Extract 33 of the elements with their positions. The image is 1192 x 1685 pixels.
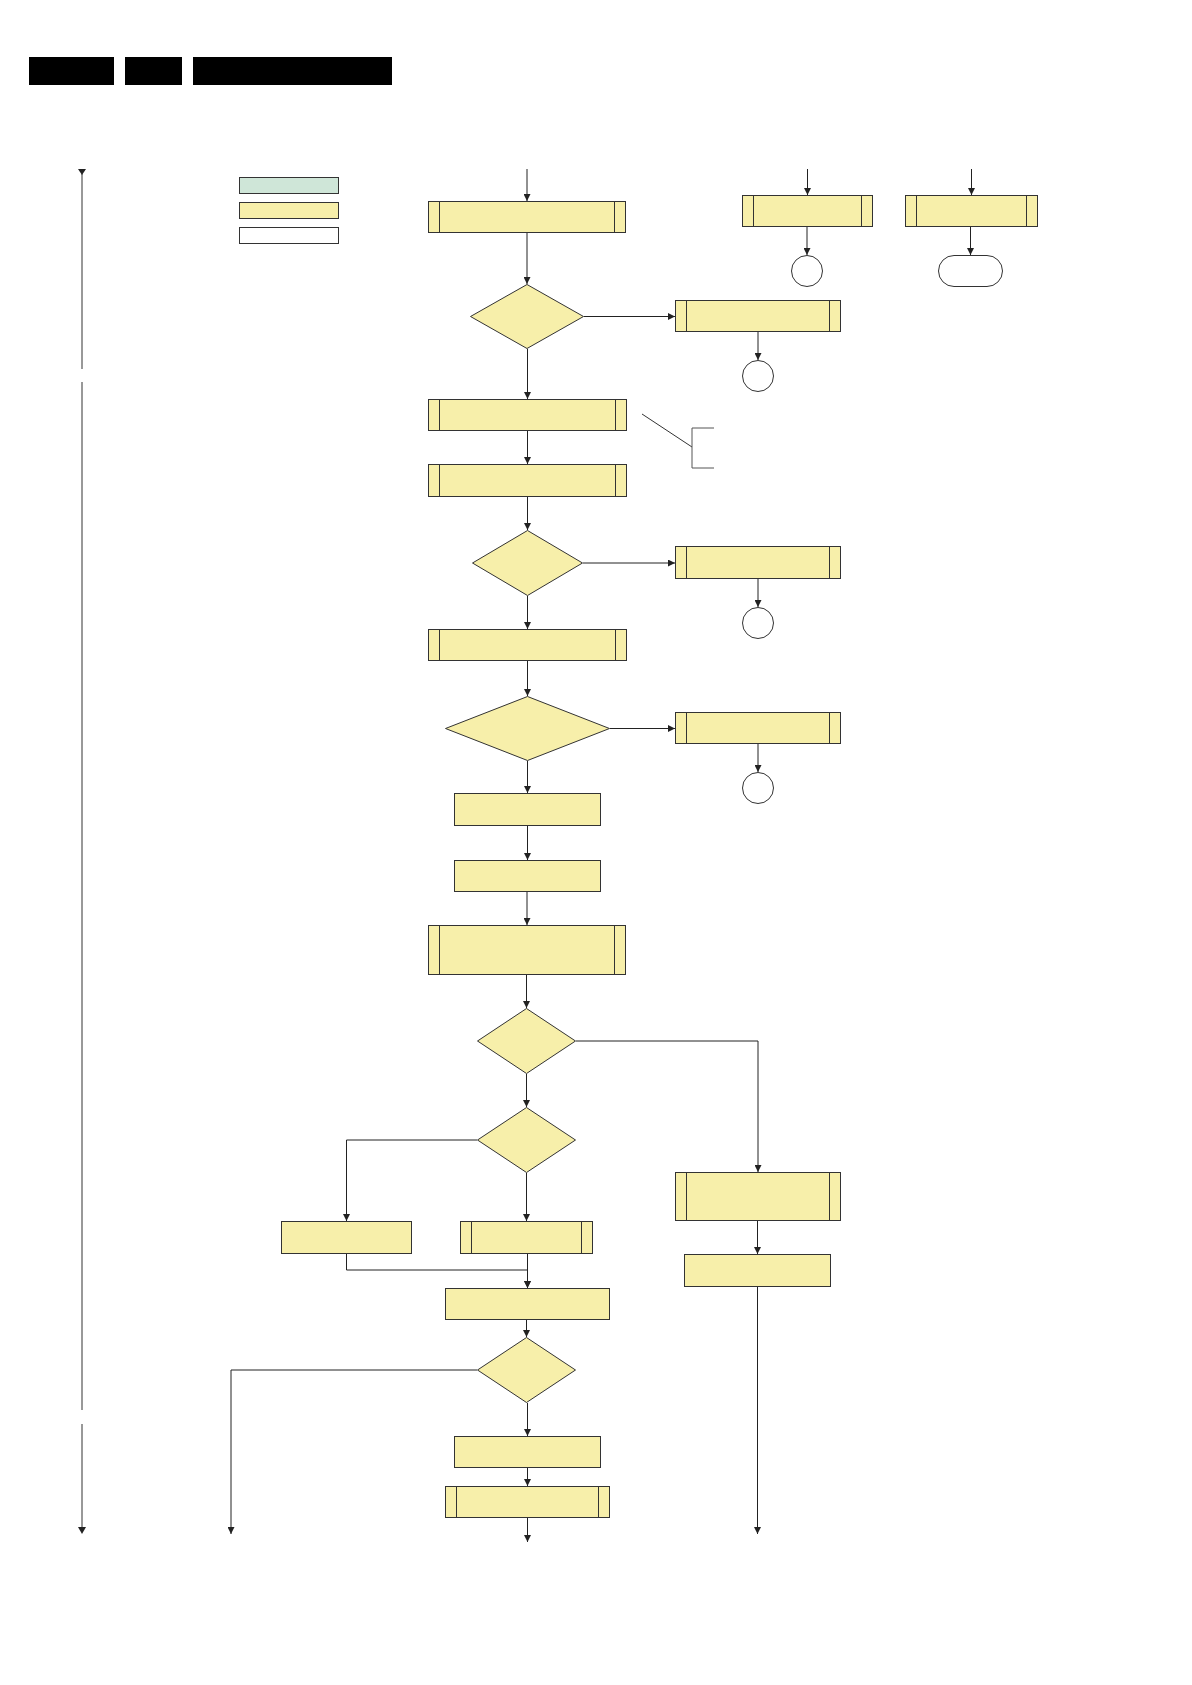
arrow bbox=[524, 1253, 531, 1289]
arrow bbox=[804, 168, 811, 196]
arrow bbox=[582, 559, 676, 567]
arrow bbox=[583, 313, 676, 320]
arrow bbox=[575, 1040, 762, 1173]
arrow bbox=[967, 226, 974, 256]
arrow bbox=[523, 168, 531, 202]
arrow bbox=[524, 1402, 531, 1437]
arrow bbox=[524, 1467, 531, 1487]
arrow bbox=[524, 496, 531, 531]
arrow bbox=[524, 760, 531, 794]
arrow bbox=[227, 1369, 478, 1535]
arrow bbox=[343, 1139, 478, 1222]
arrow bbox=[609, 725, 676, 732]
arrow bbox=[754, 1220, 761, 1255]
arrow bbox=[523, 1073, 530, 1108]
arrow bbox=[968, 168, 975, 196]
arrow bbox=[523, 974, 530, 1009]
arrow bbox=[523, 891, 531, 926]
arrow bbox=[524, 348, 531, 400]
arrow bbox=[523, 1319, 530, 1338]
arrow bbox=[803, 226, 811, 256]
arrow bbox=[754, 331, 762, 361]
arrow bbox=[524, 595, 531, 630]
arrow bbox=[524, 430, 531, 465]
arrow bbox=[754, 743, 762, 773]
arrow bbox=[524, 660, 531, 697]
arrow bbox=[754, 1286, 761, 1535]
arrow bbox=[754, 578, 762, 608]
arrow bbox=[523, 232, 531, 285]
arrow bbox=[523, 1172, 530, 1222]
arrow bbox=[524, 825, 531, 861]
arrow bbox=[524, 1517, 531, 1543]
